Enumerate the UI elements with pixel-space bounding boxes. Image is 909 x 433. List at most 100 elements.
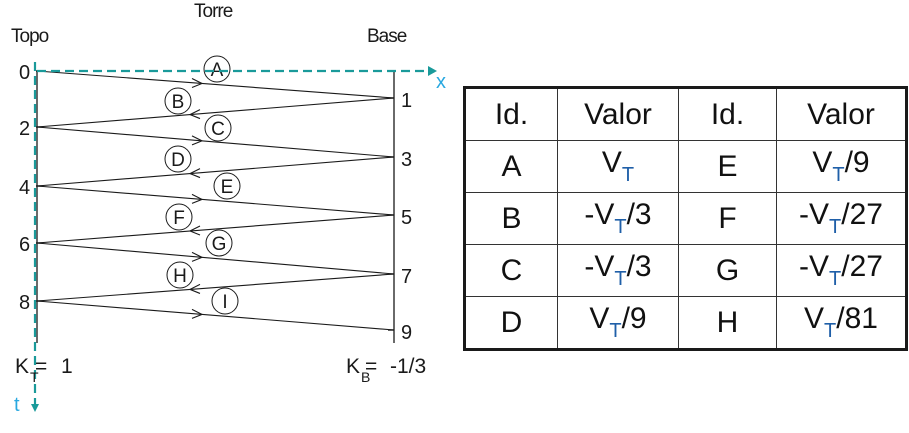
wave-path-C — [36, 126, 395, 158]
k-base-label: K B = -1/3 — [346, 355, 426, 385]
k-equals: = — [365, 355, 377, 378]
cell-value: -VT/3 — [557, 244, 679, 297]
value-subscript: T — [609, 320, 622, 342]
header-id: Id. — [678, 87, 777, 141]
marker-label-E: E — [221, 177, 234, 198]
cell-id: A — [464, 140, 558, 193]
time-node-right: 7 — [401, 266, 412, 288]
base-label: Base — [367, 26, 407, 47]
value-subscript: T — [614, 216, 627, 238]
marker-label-B: B — [172, 92, 185, 113]
arrow-left-icon — [188, 168, 201, 179]
value-divisor: /81 — [836, 302, 878, 335]
wave-path-H — [36, 273, 395, 302]
value-divisor: /27 — [841, 198, 883, 231]
t-axis-label: t — [14, 394, 20, 416]
value-divisor: /9 — [621, 302, 647, 335]
marker-circle-I — [211, 287, 239, 315]
arrow-right-icon — [191, 251, 204, 262]
time-node-left: 8 — [19, 292, 30, 314]
value-base: -V — [584, 198, 615, 231]
time-node-left: 4 — [19, 177, 30, 199]
arrow-right-icon — [191, 77, 204, 88]
cell-value: -VT/3 — [557, 192, 679, 245]
wave-path-F — [36, 214, 395, 244]
value-subscript: T — [824, 320, 837, 342]
cell-value: -VT/27 — [776, 192, 907, 245]
wave-path-G — [36, 242, 395, 275]
cell-value: VT/81 — [776, 296, 907, 350]
marker-circle-D — [164, 145, 192, 173]
header-value: Valor — [557, 87, 679, 141]
t-axis-arrow-icon — [31, 404, 39, 412]
cell-id: H — [678, 296, 777, 350]
k-top-label: K T = 1 — [15, 355, 73, 385]
cell-value: VT — [557, 140, 679, 193]
value-subscript: T — [829, 268, 842, 290]
marker-label-A: A — [211, 60, 224, 81]
value-base: V — [589, 302, 610, 335]
arrow-left-icon — [188, 225, 201, 236]
value-subscript: T — [832, 164, 845, 186]
arrow-left-icon — [188, 283, 201, 294]
arrow-left-icon — [188, 109, 201, 120]
header-id: Id. — [464, 87, 558, 141]
x-axis-arrow-icon — [428, 66, 437, 76]
value-base: V — [812, 146, 833, 179]
time-node-right: 1 — [401, 90, 412, 112]
cell-id: G — [678, 244, 777, 297]
header-value: Valor — [776, 87, 907, 141]
k-subscript: T — [30, 369, 39, 385]
cell-value: VT/9 — [557, 296, 679, 350]
value-base: -V — [799, 250, 830, 283]
cell-id: C — [464, 244, 558, 297]
value-base: V — [601, 146, 622, 179]
k-top-value: 1 — [61, 355, 73, 378]
cell-value: VT/9 — [776, 140, 907, 193]
value-divisor: /27 — [841, 250, 883, 283]
wave-paths — [36, 70, 395, 331]
marker-circle-B — [164, 87, 192, 115]
k-symbol: K — [15, 355, 29, 378]
time-node-left: 0 — [19, 62, 30, 84]
top-label: Topo — [11, 26, 49, 47]
value-subscript: T — [621, 164, 635, 186]
value-base: V — [804, 302, 825, 335]
marker-circle-G — [205, 229, 233, 257]
cell-id: E — [678, 140, 777, 193]
marker-label-C: C — [211, 119, 225, 140]
time-node-right: 3 — [401, 149, 412, 171]
marker-circle-F — [165, 203, 193, 231]
marker-label-H: H — [173, 266, 187, 287]
arrow-right-icon — [191, 308, 204, 319]
wave-path-I — [36, 300, 395, 331]
marker-circle-H — [166, 261, 194, 289]
k-equals: = — [35, 355, 47, 378]
value-base: -V — [584, 250, 615, 283]
value-base: -V — [799, 198, 830, 231]
value-subscript: T — [614, 268, 627, 290]
value-divisor: /9 — [844, 146, 870, 179]
time-node-left: 2 — [19, 118, 30, 140]
marker-circle-C — [204, 114, 232, 142]
marker-circle-E — [213, 172, 241, 200]
marker-label-G: G — [212, 234, 227, 255]
wave-path-D — [36, 156, 395, 187]
k-symbol: K — [346, 355, 360, 378]
time-node-right: 5 — [401, 207, 412, 229]
wave-path-A — [36, 70, 395, 99]
x-axis-label: x — [436, 71, 446, 93]
table-header-row: Id. Valor Id. Valor — [464, 87, 907, 141]
cell-id: B — [464, 192, 558, 245]
marker-label-D: D — [171, 150, 185, 171]
cell-id: F — [678, 192, 777, 245]
value-subscript: T — [829, 216, 842, 238]
value-divisor: /3 — [626, 250, 652, 283]
